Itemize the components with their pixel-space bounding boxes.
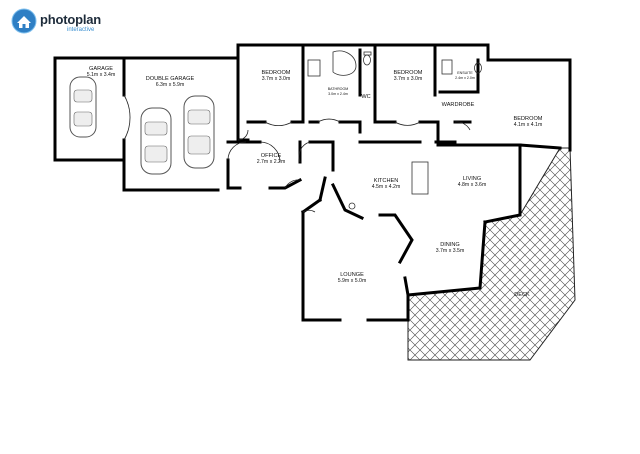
room-dims-double-garage: 6.3m x 5.9m bbox=[156, 82, 185, 88]
room-labels: GARAGE 5.1m x 3.4m DOUBLE GARAGE 6.3m x … bbox=[87, 66, 543, 298]
room-dims-living: 4.8m x 3.6m bbox=[458, 182, 487, 188]
car-icon bbox=[140, 107, 172, 175]
room-name-ensuite: ENSUITE bbox=[457, 71, 473, 75]
room-name-dining: DINING bbox=[440, 242, 460, 248]
room-name-living: LIVING bbox=[463, 176, 481, 182]
car-icon bbox=[183, 95, 215, 169]
room-dims-bedroom-2: 3.7m x 3.0m bbox=[394, 76, 423, 82]
room-name-deck: DECK bbox=[514, 292, 530, 298]
room-name-bedroom-2: BEDROOM bbox=[394, 70, 423, 76]
brand-tagline: interactive bbox=[67, 27, 95, 33]
room-dims-kitchen: 4.5m x 4.2m bbox=[372, 184, 401, 190]
room-name-wardrobe: WARDROBE bbox=[442, 102, 475, 108]
car-icon bbox=[69, 76, 97, 138]
room-name-lounge: LOUNGE bbox=[340, 272, 364, 278]
room-dims-office: 2.7m x 2.2m bbox=[257, 159, 286, 165]
room-dims-garage: 5.1m x 3.4m bbox=[87, 72, 116, 78]
room-name-double-garage: DOUBLE GARAGE bbox=[146, 76, 195, 82]
door-swings bbox=[123, 94, 471, 213]
room-dims-bedroom-3: 4.1m x 4.1m bbox=[514, 122, 543, 128]
room-name-kitchen: KITCHEN bbox=[374, 178, 399, 184]
brand-name: photoplan bbox=[40, 12, 102, 27]
room-name-bathroom: BATHROOM bbox=[328, 87, 349, 91]
deck-area bbox=[407, 147, 576, 361]
room-name-office: OFFICE bbox=[261, 153, 282, 159]
room-dims-bedroom-1: 3.7m x 3.0m bbox=[262, 76, 291, 82]
room-name-wc: WC bbox=[361, 94, 370, 100]
bath-fixtures bbox=[307, 50, 482, 210]
house-globe-icon bbox=[11, 8, 37, 34]
room-name-bedroom-1: BEDROOM bbox=[262, 70, 291, 76]
room-dims-dining: 3.7m x 3.5m bbox=[436, 248, 465, 254]
brand-logo: photoplan interactive bbox=[10, 7, 120, 37]
room-name-garage: GARAGE bbox=[89, 66, 113, 72]
room-dims-ensuite: 2.4m x 2.0m bbox=[455, 76, 475, 80]
room-name-bedroom-3: BEDROOM bbox=[514, 116, 543, 122]
room-dims-lounge: 5.9m x 5.0m bbox=[338, 278, 367, 284]
room-dims-bathroom: 3.0m x 2.4m bbox=[328, 92, 348, 96]
